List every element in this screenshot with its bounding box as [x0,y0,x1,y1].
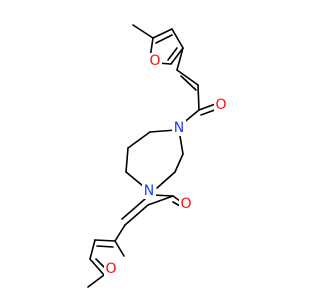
bond-furan-top-c3-c2 [170,47,184,65]
bond-ring-2 [127,131,151,149]
bond-ring-6 [174,153,184,173]
bond-furan-bottom-c3-c4 [89,239,96,260]
top-furan-group [132,24,221,125]
bond-vinyl-bottom-1 [147,195,174,206]
atom-o-furan-bottom: O [104,261,118,277]
bottom-furan-group [87,194,181,288]
bond-furan-top-c4-c3 [171,28,184,49]
bond-methyl-bottom [87,274,105,288]
bond-carbonyl-bottom-1 [172,195,181,202]
atom-label-o-carbonyl-bottom: O [180,196,191,212]
molecule-diagram: O O N N O O [87,24,228,288]
bond-methyl-top [132,24,154,39]
bond-ring-7 [179,135,184,155]
atom-label-o-carbonyl-top: O [215,97,226,113]
bond-furan-bottom-c4-c5 [89,258,105,276]
bond-vinyl-bottom-3 [114,224,126,242]
atom-label-n-top: N [174,120,184,136]
bond-vinyl-top-2-double [180,75,197,91]
bond-furan-bottom-c2-c3 [94,239,116,242]
bond-carbonyl-bottom-2 [172,201,181,207]
bond-furan-top-c5-c4-double [155,34,173,44]
bond-vinyl-bottom-2 [124,204,149,226]
bond-ring-5 [156,171,176,189]
atom-o-furan-top: O [148,53,162,69]
bond-ring-3 [125,147,129,173]
bond-furan-top-c5-c4 [152,28,173,39]
atom-label-o-furan-top: O [149,53,160,69]
bond-furan-bottom-c2-c3-double [96,245,114,248]
bond-vinyl-top-1 [176,47,184,71]
bond-vinyl-top-3 [197,84,200,111]
atom-o-carbonyl-top: O [214,97,228,113]
bond-vinyl-bottom-2-double [121,198,146,220]
bond-furan-bottom-o-c2 [114,240,125,257]
atom-label-n-bottom: N [144,183,154,199]
atom-n-top: N [172,120,186,136]
atom-o-carbonyl-bottom: O [179,196,193,212]
bond-ring-1 [149,129,177,133]
atom-labels: O O N N O O [104,53,228,277]
atom-label-o-furan-bottom: O [105,261,116,277]
atom-n-bottom: N [142,183,156,199]
diazepane-ring [125,129,184,189]
bond-vinyl-top-2 [176,69,199,86]
bond-ring-4 [125,171,144,187]
bond-carbonyl-bottom-n [152,194,174,197]
bond-furan-top-c3-c2-double [167,47,178,61]
